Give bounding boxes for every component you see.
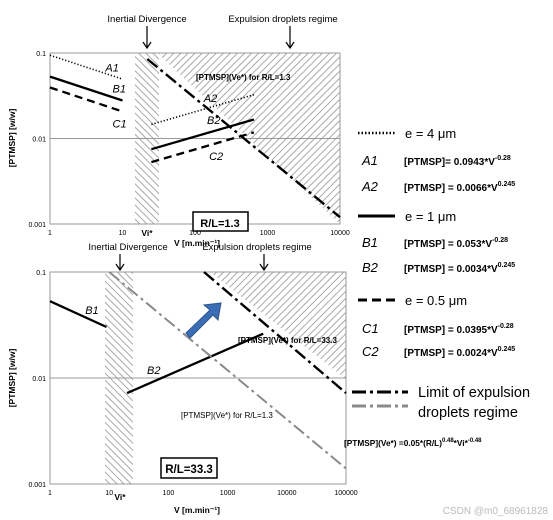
legend-eq-name-c1: C1	[362, 321, 379, 336]
series-label-c1: C1	[113, 119, 127, 131]
legend-label-e05: e = 0.5 μm	[405, 293, 467, 308]
series-line-b2	[151, 118, 255, 151]
expulsion-regime-label-bottom: Expulsion droplets regime	[202, 242, 311, 253]
legend-formula: [PTMSP](Ve*) =0.05*(R/L)0.48*Vi*-0.48	[344, 438, 482, 448]
legend-label-e4: e = 4 μm	[405, 126, 456, 141]
legend-eq-b2: [PTMSP] = 0.0034*V0.245	[404, 262, 515, 275]
x-tick-label: 100	[189, 230, 201, 237]
series-line-limit-r-l-1-3	[108, 271, 347, 470]
x-tick-label: 10000	[330, 230, 350, 237]
series-line-b2	[126, 332, 264, 395]
vi-label-bottom: Vi*	[114, 492, 126, 502]
legend-eq-a2: [PTMSP] = 0.0066*V0.245	[404, 181, 515, 194]
legend-eq-name-a2: A2	[361, 179, 379, 194]
y-tick-label: 0.1	[36, 51, 46, 58]
x-tick-label: 1	[48, 490, 52, 497]
series-label-b2: B2	[147, 365, 160, 377]
inertial-divergence-label-top: Inertial Divergence	[107, 14, 186, 25]
legend-eq-name-b2: B2	[362, 260, 379, 275]
x-tick-label: 10	[105, 490, 113, 497]
y-tick-label: 0.01	[32, 137, 46, 144]
y-axis-label-bottom: [PTMSP] [w/w]	[7, 349, 17, 408]
rl-box-label-top: R/L=1.3	[200, 218, 239, 230]
series-line-b1	[49, 300, 107, 329]
series-label-b2: B2	[207, 115, 220, 127]
limit-label-13-bottom: [PTMSP](Ve*) for R/L=1.3	[181, 411, 273, 420]
rl-box-bottom	[160, 457, 218, 479]
y-axis-label-top: [PTMSP] [w/w]	[7, 109, 17, 168]
legend-label-e1: e = 1 μm	[405, 209, 456, 224]
series-label-a1: A1	[104, 62, 118, 74]
series-label-a2: A2	[203, 93, 217, 105]
legend: e = 4 μm A1 [PTMSP]= 0.0943*V-0.28 A2 [P…	[344, 126, 530, 448]
rl-box-label-bottom: R/L=33.3	[165, 464, 213, 476]
inertial-arrow-top	[142, 26, 152, 50]
x-tick-label: 100000	[334, 490, 357, 497]
y-tick-label: 0.1	[36, 270, 46, 277]
tick-labels-top: 0.001 0.01 0.1 1 10 100 1000 10000	[28, 51, 349, 237]
x-tick-label: 1000	[220, 490, 236, 497]
y-tick-label: 0.001	[28, 222, 46, 229]
legend-limit-label-2: droplets regime	[418, 405, 518, 421]
expulsion-arrow-top	[285, 26, 295, 50]
tick-labels-bottom: 0.001 0.01 0.1 1 10 100 1000 10000 100000	[28, 270, 357, 497]
series-line-limit-r-l-1-3	[146, 58, 341, 219]
series-line-c2	[151, 131, 255, 164]
legend-eq-a1: [PTMSP]= 0.0943*V-0.28	[404, 155, 511, 168]
x-tick-label: 100	[163, 490, 175, 497]
legend-limit-label-1: Limit of expulsion	[418, 385, 530, 401]
shift-arrow	[185, 302, 222, 339]
expulsion-arrow-bottom	[259, 254, 269, 272]
series-label-b1: B1	[113, 84, 126, 96]
legend-eq-name-b1: B1	[362, 235, 378, 250]
limit-label-top: [PTMSP](Ve*) for R/L=1.3	[196, 73, 291, 82]
watermark: CSDN @m0_68961828	[443, 506, 549, 517]
x-tick-label: 10	[119, 230, 127, 237]
expulsion-regime-label-top: Expulsion droplets regime	[228, 14, 337, 25]
x-tick-label: 10000	[277, 490, 297, 497]
limit-label-33-bottom: [PTMSP](Ve*) for R/L=33.3	[238, 336, 337, 345]
series-line-limit-r-l-33-3	[203, 271, 347, 395]
legend-eq-b1: [PTMSP] = 0.053*V-0.28	[404, 237, 508, 250]
legend-eq-c1: [PTMSP] = 0.0395*V-0.28	[404, 323, 514, 336]
legend-eq-name-c2: C2	[362, 344, 379, 359]
legend-eq-name-a1: A1	[361, 153, 378, 168]
x-tick-label: 1000	[260, 230, 276, 237]
series-line-b1	[49, 75, 123, 102]
x-axis-label-bottom: V [m.min⁻¹]	[174, 505, 220, 515]
series-label-b1: B1	[85, 305, 98, 317]
expulsion-regime-region-bottom	[210, 272, 346, 379]
inertial-arrow-bottom	[115, 254, 125, 272]
series-label-c2: C2	[209, 151, 223, 163]
x-tick-label: 1	[48, 230, 52, 237]
inertial-divergence-label-bottom: Inertial Divergence	[88, 242, 167, 253]
y-tick-label: 0.01	[32, 376, 46, 383]
rl-box-top	[192, 211, 249, 232]
y-tick-label: 0.001	[28, 482, 46, 489]
legend-eq-c2: [PTMSP] = 0.0024*V0.245	[404, 346, 515, 359]
x-axis-label-top: V [m.min⁻¹]	[174, 238, 220, 248]
vi-label-top: Vi*	[141, 228, 153, 238]
